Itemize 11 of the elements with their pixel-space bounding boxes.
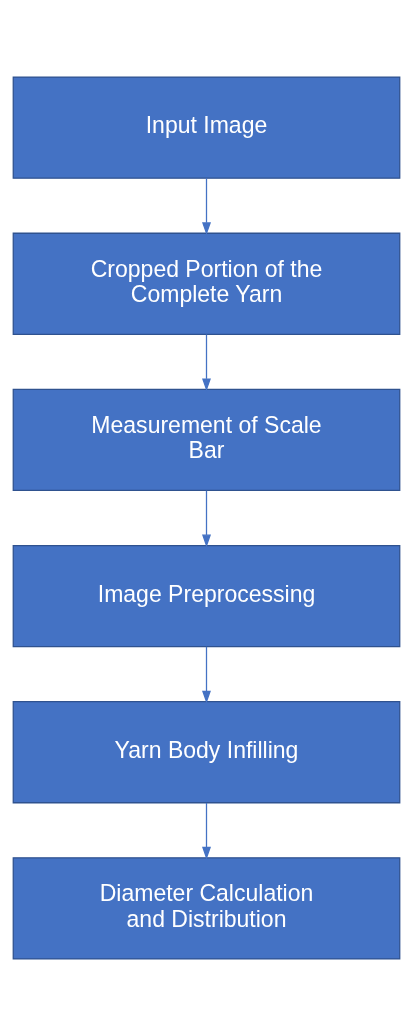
arrow [202, 177, 211, 235]
node-box: Input Image [12, 76, 401, 179]
arrow [202, 489, 211, 547]
node-box: Cropped Portion of the Complete Yarn [12, 232, 401, 335]
node-box: Image Preprocessing [12, 544, 401, 647]
node-box: Yarn Body Infilling [12, 700, 401, 803]
node-box: Diameter Calculation and Distribution [12, 856, 401, 959]
arrow [202, 801, 211, 860]
node-box: Measurement of Scale Bar [12, 388, 401, 491]
arrow [202, 645, 211, 703]
arrow [202, 333, 211, 391]
